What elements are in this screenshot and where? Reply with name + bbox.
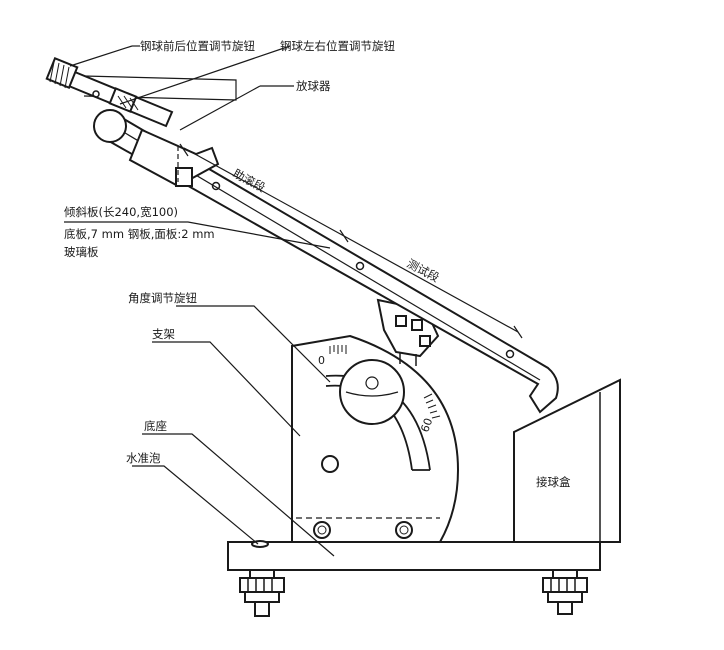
ball-release-assembly xyxy=(45,57,237,188)
label-test-section: 测试段 xyxy=(405,256,442,285)
labels: 钢球前后位置调节旋钮 钢球左右位置调节旋钮 放球器 助滚段 倾斜板(长240,宽… xyxy=(64,39,571,489)
label-ball-release: 放球器 xyxy=(296,79,331,93)
left-foot xyxy=(239,569,285,617)
label-catch-box: 接球盒 xyxy=(536,475,571,489)
section-dimension-lines xyxy=(179,143,523,339)
label-angle-knob: 角度调节旋钮 xyxy=(128,291,197,305)
level-bubble xyxy=(251,540,269,548)
scale-ticks-right xyxy=(423,393,441,419)
base-assembly xyxy=(227,540,601,617)
angle-knob xyxy=(339,359,405,425)
bracket: 0 60 xyxy=(291,334,460,543)
scale-ticks-top xyxy=(329,345,347,354)
label-incline-plate-1: 倾斜板(长240,宽100) xyxy=(64,205,178,219)
steel-ball xyxy=(93,109,127,143)
label-knob-front-back: 钢球前后位置调节旋钮 xyxy=(140,39,255,53)
label-bracket: 支架 xyxy=(152,327,175,341)
scale-end-label: 60 xyxy=(418,416,435,434)
label-base: 底座 xyxy=(144,419,167,433)
front-back-knob xyxy=(45,57,79,89)
screw-right xyxy=(395,521,413,539)
label-knob-left-right: 钢球左右位置调节旋钮 xyxy=(280,39,395,53)
label-level-bubble: 水准泡 xyxy=(126,451,161,465)
pivot-hole xyxy=(321,455,339,473)
label-incline-plate-3: 玻璃板 xyxy=(64,245,99,259)
right-foot xyxy=(542,569,588,615)
leader-lines xyxy=(64,45,335,557)
catch-box xyxy=(513,378,621,543)
scale-start-label: 0 xyxy=(318,354,325,367)
base-plate xyxy=(227,541,601,571)
label-incline-plate-2: 底板,7 mm 钢板,面板:2 mm xyxy=(64,227,215,241)
screw-left xyxy=(313,521,331,539)
